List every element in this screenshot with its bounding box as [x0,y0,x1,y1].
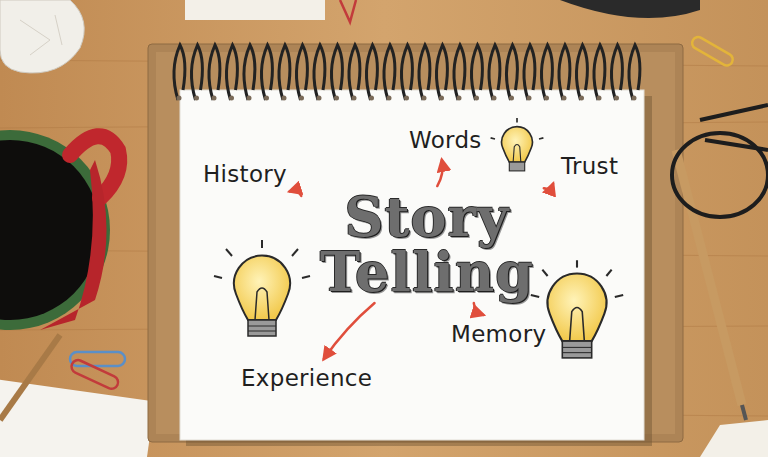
topic-text: Memory [451,321,546,347]
paper-scrap [700,420,768,457]
spiral-ring [576,45,587,100]
spiral-ring [366,45,377,100]
spiral-ring [226,45,237,100]
binding-hole [422,96,427,101]
binding-hole [544,96,549,101]
binding-hole [562,96,567,101]
topic-text: History [203,161,287,187]
spiral-ring [244,45,255,100]
spiral-ring [524,45,535,100]
spiral-ring [541,45,552,100]
binding-hole [439,96,444,101]
central-topic: Story Telling [305,190,549,300]
spiral-ring [506,45,517,100]
spiral-ring [174,45,185,100]
binding-hole [404,96,409,101]
magnifier-edge [560,0,700,18]
binding-hole [509,96,514,101]
cardboard-backing [148,44,683,442]
paper-clip [340,0,356,22]
binding-hole [579,96,584,101]
spiral-ring [611,45,622,100]
spiral-ring [314,45,325,100]
binding-hole [299,96,304,101]
spiral-ring [594,45,605,100]
topic-text: Experience [241,365,372,391]
binding-hole [334,96,339,101]
spiral-ring [331,45,342,100]
binding-hole [317,96,322,101]
spiral-ring [209,45,220,100]
binding-hole [352,96,357,101]
topic-word: Trust [556,150,623,182]
spiral-ring [471,45,482,100]
binding-hole [212,96,217,101]
binding-hole [247,96,252,101]
spiral-ring [261,45,272,100]
spiral-ring [629,45,640,100]
spiral-ring [279,45,290,100]
spiral-ring [454,45,465,100]
binding-hole [597,96,602,101]
pencil [0,335,60,420]
red-arrow [474,303,483,315]
binding-hole [282,96,287,101]
binding-hole [632,96,637,101]
spiral-ring [296,45,307,100]
spiral-ring [349,45,360,100]
binding-hole [387,96,392,101]
spiral-ring [419,45,430,100]
spiral-ring [489,45,500,100]
binding-hole [194,96,199,101]
topic-word: Memory [446,318,551,350]
red-arrow [324,303,375,359]
binding-hole [229,96,234,101]
topic-word: Words [404,124,487,156]
binding-hole [457,96,462,101]
paper-sheet [185,0,325,20]
paper-clip [69,358,120,391]
spiral-ring [401,45,412,100]
light-bulb [491,118,544,171]
paper-clip [690,35,735,68]
spiral-ring [436,45,447,100]
topic-word: Experience [236,362,377,394]
binding-hole [527,96,532,101]
light-bulb [214,240,310,336]
title-text: Story Telling [309,190,545,300]
topic-text: Trust [561,153,618,179]
red-arrow [437,160,442,186]
notepad-page [180,90,644,440]
spiral-ring [384,45,395,100]
crumpled-paper [0,0,84,73]
mug-body [40,160,107,330]
mug-rim [0,130,110,330]
eyeglasses [672,105,768,217]
binding-hole [264,96,269,101]
spiral-ring [191,45,202,100]
spiral-binding [174,45,640,101]
binding-hole [614,96,619,101]
spiral-ring [559,45,570,100]
paper-creases [20,15,62,55]
red-arrow [544,184,553,189]
binding-hole [177,96,182,101]
topic-text: Words [409,127,482,153]
topic-word: History [198,158,292,190]
red-arrow [290,191,302,196]
pencil [676,150,746,420]
binding-hole [369,96,374,101]
binding-hole [474,96,479,101]
binding-hole [492,96,497,101]
